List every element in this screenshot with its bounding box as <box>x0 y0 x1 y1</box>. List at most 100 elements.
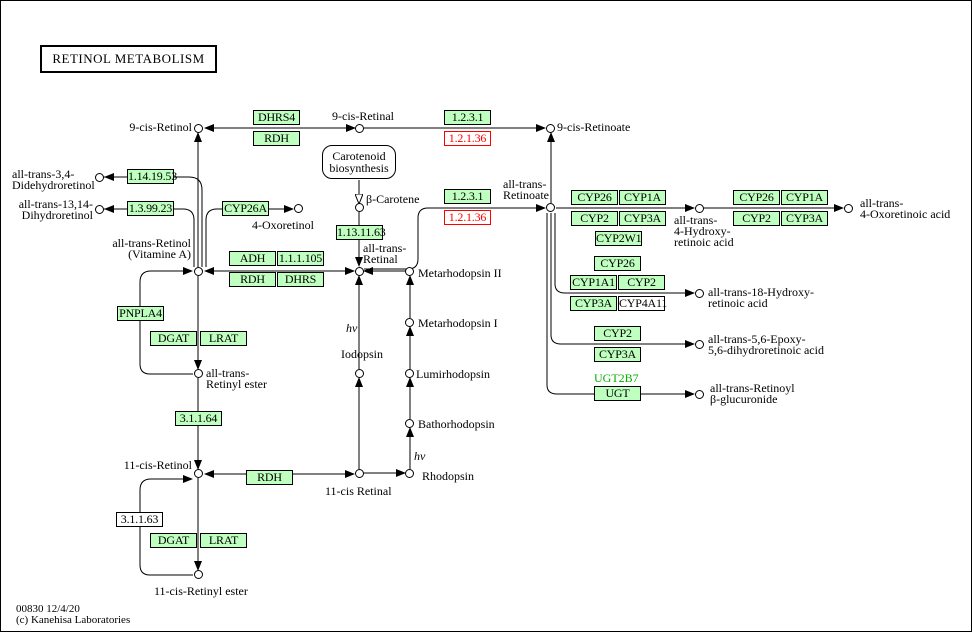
label-didehydroretinol-line2: Didehydroretinol <box>12 178 95 192</box>
enzyme-1-14-19-53[interactable]: 1.14.19.53 <box>127 169 178 184</box>
compound-11cis-retinal[interactable] <box>355 469 364 478</box>
label-all-trans-retinol-line2: (Vitamine A) <box>128 247 191 261</box>
enzyme-1-2-3-1-alltrans[interactable]: 1.2.3.1 <box>444 189 491 204</box>
label-rhodopsin: Rhodopsin <box>422 469 475 483</box>
enzyme-cyp26a[interactable]: CYP26A <box>222 201 269 216</box>
label-9cis-retinol: 9-cis-Retinol <box>129 120 192 134</box>
compound-iodopsin[interactable] <box>355 369 364 378</box>
compound-all-trans-retinyl-ester[interactable] <box>194 369 203 378</box>
label-all-trans-retinyl-ester: all-trans-Retinyl ester <box>206 367 267 390</box>
compound-4-oxoretinoic-acid[interactable] <box>844 204 853 213</box>
label-dihydroretinol-line2: Dihydroretinol <box>21 208 93 222</box>
enzyme-1-2-3-1-9cis[interactable]: 1.2.3.1 <box>444 110 491 125</box>
label-all-trans-retinoate-line1: all-trans- <box>503 177 547 191</box>
enzyme-1-1-1-105[interactable]: 1.1.1.105 <box>277 251 324 266</box>
label-glucuronide-line2: β-glucuronide <box>710 392 778 406</box>
compound-all-trans-retinol[interactable] <box>194 267 203 276</box>
photon-label-iodopsin: hν <box>346 321 358 335</box>
compound-bathorhodopsin[interactable] <box>405 419 414 428</box>
compound-9cis-retinoate[interactable] <box>546 124 555 133</box>
label-metarhodopsin-i: Metarhodopsin I <box>418 316 498 330</box>
compound-rhodopsin[interactable] <box>405 469 414 478</box>
enzyme-cyp26-18hydroxy[interactable]: CYP26 <box>594 256 641 271</box>
enzyme-cyp2-18hydroxy[interactable]: CYP2 <box>618 275 665 290</box>
compound-metarhodopsin-i[interactable] <box>405 318 414 327</box>
label-4-hydroxy-line3: retinoic acid <box>674 235 734 249</box>
enzyme-cyp3a-4oxo[interactable]: CYP3A <box>781 211 828 226</box>
enzyme-cyp26-4oxo[interactable]: CYP26 <box>733 190 780 205</box>
enzyme-cyp3a-4hydroxy[interactable]: CYP3A <box>619 211 666 226</box>
enzyme-lrat-11cis[interactable]: LRAT <box>200 533 247 548</box>
label-9cis-retinal: 9-cis-Retinal <box>332 109 394 123</box>
enzyme-cyp1a1[interactable]: CYP1A1 <box>570 275 617 290</box>
compound-4-hydroxyretinoic-acid[interactable] <box>695 204 704 213</box>
edge-retinoate-to-epoxy <box>550 213 695 348</box>
compound-lumirhodopsin[interactable] <box>405 369 414 378</box>
enzyme-3-1-1-64[interactable]: 3.1.1.64 <box>175 411 222 426</box>
label-glucuronide-line1: all-trans-Retinoyl <box>710 381 795 395</box>
enzyme-1-3-99-23[interactable]: 1.3.99.23 <box>127 201 174 216</box>
compound-retinoyl-glucuronide[interactable] <box>695 390 704 399</box>
enzyme-cyp3a-18hydroxy[interactable]: CYP3A <box>570 296 617 311</box>
enzyme-pnpla4[interactable]: PNPLA4 <box>117 306 164 321</box>
enzyme-rdh-9cis[interactable]: RDH <box>253 131 300 146</box>
edge-retinyl-ester-to-retinol <box>139 267 193 375</box>
compound-11cis-retinol[interactable] <box>194 469 203 478</box>
enzyme-cyp1a-4oxo[interactable]: CYP1A <box>781 190 828 205</box>
label-18-hydroxy-line1: all-trans-18-Hydroxy- <box>708 285 814 299</box>
enzyme-dhrs4[interactable]: DHRS4 <box>253 110 300 125</box>
label-11cis-retinal: 11-cis Retinal <box>325 484 392 498</box>
enzyme-cyp4a11[interactable]: CYP4A11 <box>618 296 668 311</box>
enzyme-1-2-1-36-9cis[interactable]: 1.2.1.36 <box>444 131 491 146</box>
enzyme-cyp2-epoxy[interactable]: CYP2 <box>594 326 641 341</box>
compound-all-trans-retinal[interactable] <box>355 267 364 276</box>
enzyme-1-13-11-63[interactable]: 1.13.11.63 <box>336 225 386 240</box>
map-link-label-2: biosynthesis <box>329 161 389 175</box>
edge-retinoate-to-18hydroxy <box>554 213 695 297</box>
enzyme-dgat-alltrans[interactable]: DGAT <box>150 331 197 346</box>
compound-18-hydroxyretinoic-acid[interactable] <box>695 289 704 298</box>
enzyme-lrat-alltrans[interactable]: LRAT <box>200 331 247 346</box>
enzyme-cyp2w1[interactable]: CYP2W1 <box>595 231 642 246</box>
enzyme-cyp1a-4hydroxy[interactable]: CYP1A <box>619 190 666 205</box>
enzyme-dgat-11cis[interactable]: DGAT <box>150 533 197 548</box>
compound-9cis-retinol[interactable] <box>194 124 203 133</box>
label-didehydroretinol-line1: all-trans-3,4- <box>12 167 75 181</box>
enzyme-adh[interactable]: ADH <box>229 251 276 266</box>
enzyme-cyp26-4hydroxy[interactable]: CYP26 <box>571 190 618 205</box>
edge-11cis-ester-to-retinol <box>139 475 193 576</box>
label-all-trans-retinal-line1: all-trans- <box>363 241 407 255</box>
compound-dihydroretinol[interactable] <box>95 205 104 214</box>
compound-all-trans-retinoate[interactable] <box>546 203 555 212</box>
label-bathorhodopsin: Bathorhodopsin <box>418 417 495 431</box>
label-dihydroretinol: all-trans-13,14-Dihydroretinol <box>10 197 93 222</box>
enzyme-rdh-11cis[interactable]: RDH <box>246 470 293 485</box>
compound-metarhodopsin-ii[interactable] <box>405 267 414 276</box>
compound-9cis-retinal[interactable] <box>355 124 364 133</box>
enzyme-ugt[interactable]: UGT <box>594 386 641 401</box>
footer: 00830 12/4/20 (c) Kanehisa Laboratories <box>16 604 130 626</box>
enzyme-dhrs[interactable]: DHRS <box>277 272 324 287</box>
label-all-trans-retinol: all-trans-Retinol(Vitamine A) <box>100 237 191 261</box>
map-title: RETINOL METABOLISM <box>40 45 217 73</box>
compound-beta-carotene[interactable] <box>355 203 364 212</box>
enzyme-cyp2-4oxo[interactable]: CYP2 <box>733 211 780 226</box>
compound-4-oxoretinol[interactable] <box>294 204 303 213</box>
footer-map-id-date: 00830 12/4/20 <box>16 603 80 615</box>
enzyme-3-1-1-63[interactable]: 3.1.1.63 <box>116 512 163 527</box>
enzyme-1-2-1-36-alltrans[interactable]: 1.2.1.36 <box>444 210 491 225</box>
enzyme-cyp3a-epoxy[interactable]: CYP3A <box>594 347 641 362</box>
label-beta-carotene: β-Carotene <box>366 192 420 206</box>
label-18-hydroxy-line2: retinoic acid <box>708 296 768 310</box>
label-4-hydroxyretinoic-acid: all-trans-4-Hydroxy-retinoic acid <box>674 214 734 249</box>
compound-epoxy-dihydroretinoic-acid[interactable] <box>695 340 704 349</box>
enzyme-cyp2-4hydroxy[interactable]: CYP2 <box>571 211 618 226</box>
compound-11cis-retinyl-ester[interactable] <box>194 570 203 579</box>
label-dihydroretinol-line1: all-trans-13,14- <box>18 197 93 211</box>
compound-didehydroretinol[interactable] <box>95 173 104 182</box>
label-all-trans-retinal-line2: Retinal <box>363 252 398 266</box>
enzyme-rdh-alltrans[interactable]: RDH <box>229 272 276 287</box>
